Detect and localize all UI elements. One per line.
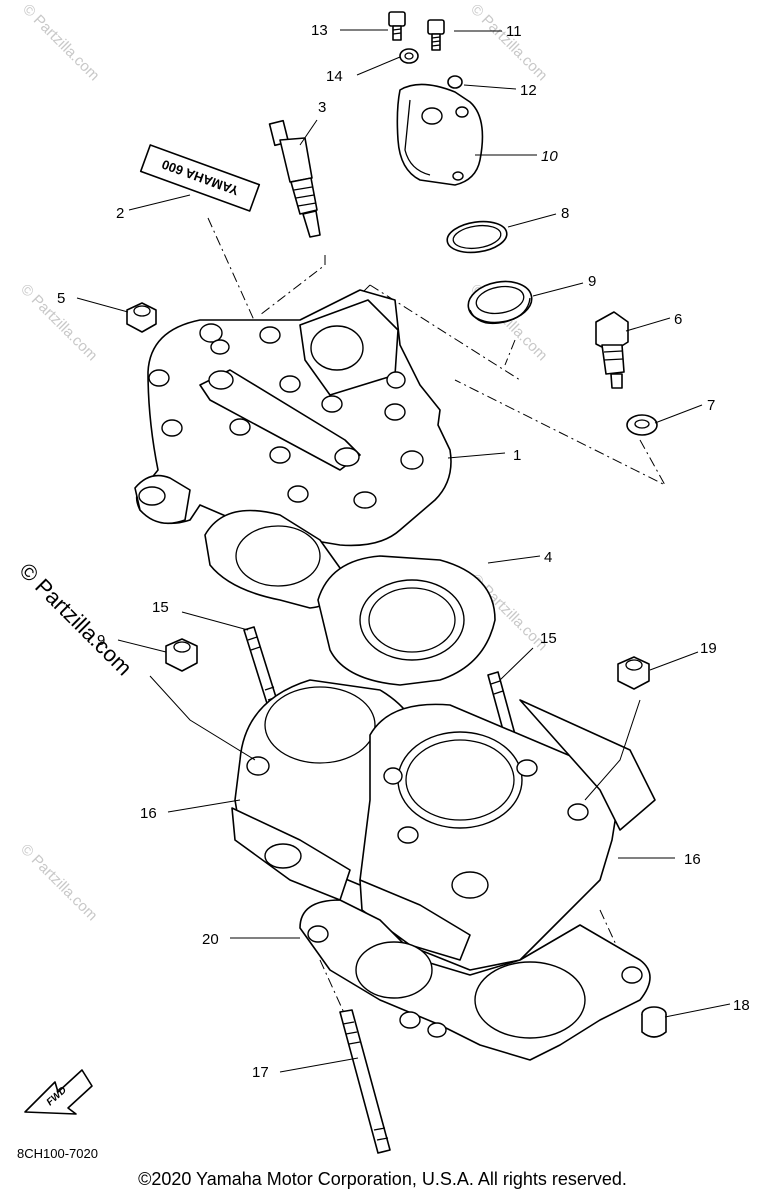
decal-2: YAMAHA 600 [139, 144, 261, 212]
callout-1: 1 [513, 447, 521, 464]
bolt-11 [427, 19, 445, 51]
callout-19: 19 [700, 640, 717, 657]
callout-13: 13 [311, 22, 328, 39]
watermark: © Partzilla.com [467, 1, 550, 84]
callout-11: 11 [506, 23, 522, 40]
seal-9 [467, 280, 533, 325]
head-gasket-4 [204, 509, 496, 686]
thermostat-cover-10 [396, 83, 484, 186]
callout-2: 2 [116, 205, 124, 222]
diagram-code: 8CH100-7020 [17, 1146, 98, 1161]
stud-17 [339, 1009, 391, 1154]
base-gasket-20 [299, 899, 651, 1061]
nut-9-left [165, 638, 198, 672]
callout-9-left: 9 [97, 632, 105, 649]
callout-14: 14 [326, 68, 343, 85]
leader-lines [76, 29, 731, 1073]
nut-5 [126, 302, 157, 333]
spark-plug-3 [268, 119, 321, 238]
callout-5: 5 [57, 290, 65, 307]
watermark: © Partzilla.com [19, 1, 102, 84]
callout-16-left: 16 [140, 805, 157, 822]
callout-labels: 13 11 14 12 3 10 2 8 9 5 6 7 1 4 15 15 9… [57, 22, 750, 1081]
cylinder-head-1 [134, 289, 452, 547]
temperature-sensor-6 [595, 311, 629, 389]
bolt-13 [388, 11, 406, 41]
callout-8: 8 [561, 205, 569, 222]
callout-12: 12 [520, 82, 537, 99]
washer-7 [626, 414, 658, 436]
watermark: © Partzilla.com [17, 841, 100, 924]
callout-7: 7 [707, 397, 715, 414]
fwd-arrow-icon: FWD [24, 1069, 93, 1115]
o-ring-8 [446, 220, 508, 254]
cylinder-16-right [359, 699, 656, 971]
dowel-18 [641, 1006, 667, 1038]
callout-9: 9 [588, 273, 596, 290]
callout-10: 10 [541, 148, 558, 165]
washer-12 [447, 75, 463, 89]
washer-14 [399, 48, 419, 64]
nut-19 [617, 656, 650, 690]
watermark-large: © Partzilla.com [14, 558, 137, 681]
copyright-notice: ©2020 Yamaha Motor Corporation, U.S.A. A… [138, 1169, 627, 1189]
callout-15-left: 15 [152, 599, 169, 616]
callout-16-right: 16 [684, 851, 701, 868]
callout-4: 4 [544, 549, 552, 566]
callout-15-right: 15 [540, 630, 557, 647]
callout-18: 18 [733, 997, 750, 1014]
callout-3: 3 [318, 99, 326, 116]
callout-17: 17 [252, 1064, 269, 1081]
callout-20: 20 [202, 931, 219, 948]
callout-6: 6 [674, 311, 682, 328]
